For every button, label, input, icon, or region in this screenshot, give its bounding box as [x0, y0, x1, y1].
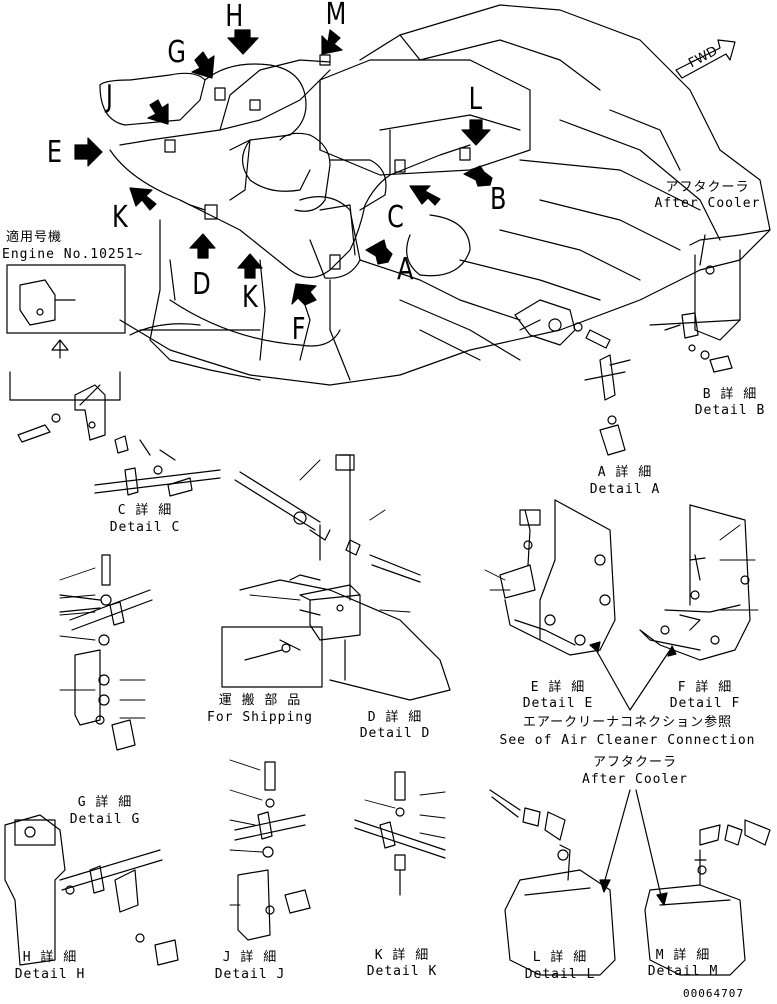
detail-e-jp: E 詳 細: [530, 680, 586, 695]
applicable-inset: [7, 265, 125, 442]
drawing-number: 00064707: [683, 987, 744, 1000]
fwd-arrow-outline: [676, 40, 735, 78]
detail-a-jp: A 詳 細: [597, 465, 653, 480]
detail-b-jp: B 詳 細: [702, 387, 758, 402]
shipping-jp: 運 搬 部 品: [218, 693, 302, 708]
detail-k-jp: K 詳 細: [374, 948, 430, 963]
detail-f-jp: F 詳 細: [677, 680, 733, 695]
callout-a: A: [397, 252, 414, 287]
detail-m-en: Detail M: [647, 964, 719, 979]
detail-j-jp: J 詳 細: [222, 950, 278, 965]
callout-f: F: [291, 312, 306, 347]
callout-d: D: [192, 267, 211, 302]
detail-a-drawing: [515, 300, 630, 455]
after-cooler-b-en: After Cooler: [654, 196, 761, 211]
air-cleaner-jp: エアークリーナコネクション参照: [522, 715, 733, 730]
callout-e: E: [46, 135, 63, 170]
detail-k-en: Detail K: [366, 964, 438, 979]
detail-m-jp: M 詳 細: [655, 948, 711, 963]
detail-b-drawing: [650, 230, 770, 372]
detail-h-jp: H 詳 細: [22, 950, 78, 965]
leader-lines: [60, 460, 758, 905]
air-cleaner-leader: [595, 648, 670, 710]
callout-h: H: [225, 0, 244, 34]
callout-l: L: [468, 82, 483, 117]
detail-f-en: Detail F: [669, 696, 741, 711]
callout-j: J: [105, 79, 113, 114]
detail-h-drawing: [5, 815, 178, 965]
detail-c-jp: C 詳 細: [117, 503, 173, 518]
detail-b-en: Detail B: [694, 403, 766, 418]
detail-c-drawing: [95, 436, 220, 496]
callout-k: K: [241, 280, 258, 315]
detail-g-jp: G 詳 細: [77, 795, 133, 810]
after-cooler-lm-en: After Cooler: [582, 772, 688, 787]
detail-f-drawing: [640, 505, 750, 660]
after-cooler-lm-jp: アフタクーラ: [592, 755, 677, 770]
detail-h-en: Detail H: [14, 967, 86, 982]
applicable-en: Engine No.10251~: [2, 247, 144, 262]
engine-assembly: [100, 5, 770, 385]
callout-k-left: K: [111, 200, 128, 235]
detail-d-en: Detail D: [359, 726, 431, 741]
detail-d-jp: D 詳 細: [367, 710, 423, 725]
detail-c-en: Detail C: [109, 520, 181, 535]
after-cooler-leader: [605, 790, 662, 900]
detail-lm-drawing: [490, 790, 770, 975]
applicable-jp: 適用号機: [6, 230, 63, 245]
detail-e-en: Detail E: [522, 696, 594, 711]
detail-g-drawing: [60, 555, 152, 750]
detail-g-en: Detail G: [69, 812, 141, 827]
callout-b: B: [490, 182, 507, 217]
callout-arrows: [75, 30, 492, 305]
detail-d-drawing: [222, 455, 450, 700]
shipping-en: For Shipping: [207, 710, 313, 725]
detail-k-drawing: [355, 772, 445, 895]
after-cooler-b-jp: アフタクーラ: [665, 180, 750, 195]
detail-e-drawing: [500, 500, 615, 655]
callout-m: M: [325, 0, 347, 32]
callout-g: G: [167, 35, 186, 70]
callout-c: C: [387, 200, 404, 235]
detail-a-en: Detail A: [589, 482, 661, 497]
air-cleaner-en: See of Air Cleaner Connection: [499, 733, 756, 748]
detail-j-drawing: [235, 762, 310, 940]
detail-l-en: Detail L: [524, 967, 596, 982]
detail-l-jp: L 詳 細: [532, 950, 588, 965]
detail-j-en: Detail J: [214, 967, 286, 982]
